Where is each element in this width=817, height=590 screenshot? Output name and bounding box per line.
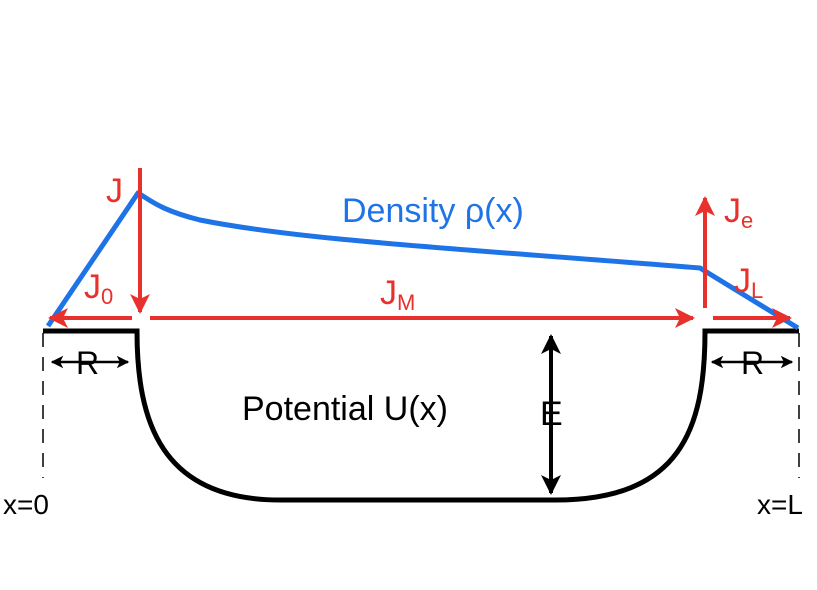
j-zero-subscript: 0 <box>101 284 113 309</box>
j-e-subscript: e <box>741 208 753 233</box>
r-left-label: R <box>76 345 99 381</box>
j-l-label: JL <box>734 262 763 303</box>
r-right-label: R <box>741 345 764 381</box>
potential-label: Potential U(x) <box>242 390 448 428</box>
j-main-label: J <box>106 172 123 210</box>
j-zero-label: J0 <box>84 268 113 309</box>
potential-curve <box>43 328 799 503</box>
x-start-label: x=0 <box>3 489 49 520</box>
j-e-label: Je <box>724 192 753 233</box>
x-end-label: x=L <box>757 489 803 520</box>
j-l-subscript: L <box>751 278 763 303</box>
energy-label: E <box>540 395 563 433</box>
density-label: Density ρ(x) <box>342 192 524 230</box>
j-m-label: JM <box>380 274 415 315</box>
density-curve <box>45 190 800 331</box>
j-m-subscript: M <box>397 290 415 315</box>
